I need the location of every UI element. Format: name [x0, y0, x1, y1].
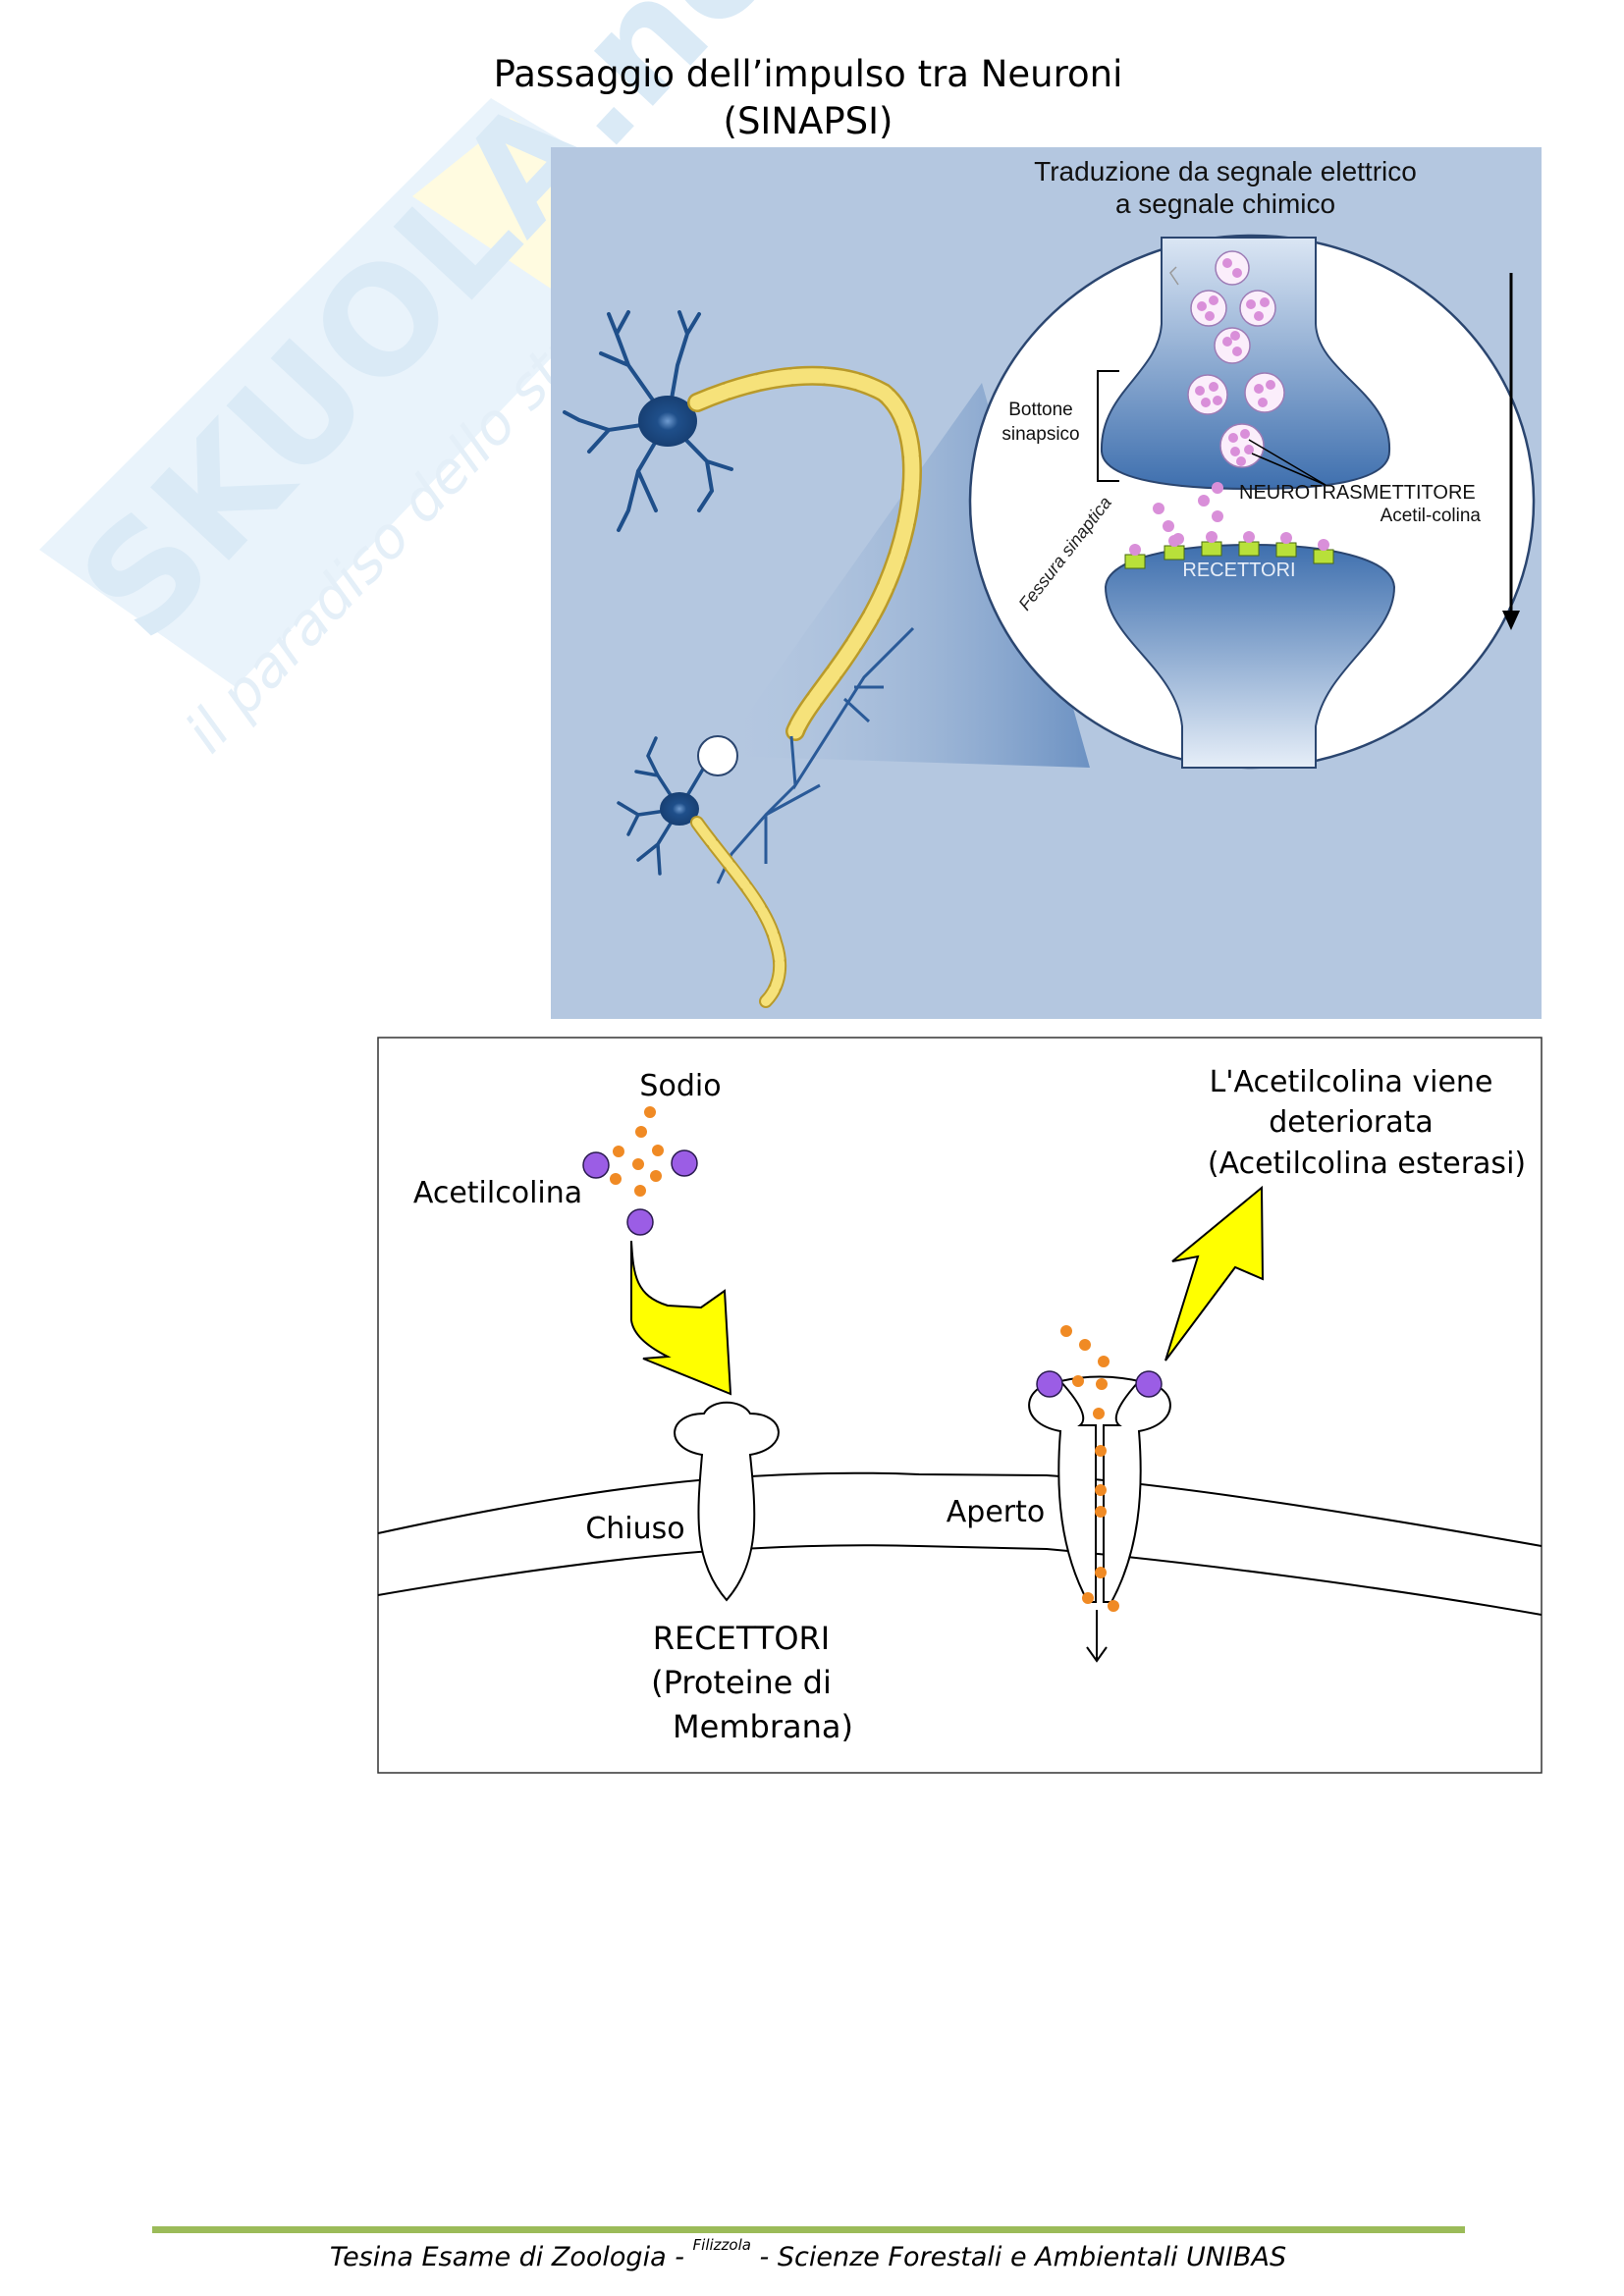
page-title: Passaggio dell’impulso tra Neuroni: [494, 53, 1123, 95]
receptor-closed: [674, 1401, 780, 1602]
footer-rule: [152, 2226, 1465, 2233]
acetylcholine-molecules: [582, 1149, 698, 1236]
label-aperto: Aperto: [947, 1495, 1045, 1529]
footer-text: Tesina Esame di Zoologia - Filizzola - S…: [330, 2236, 1286, 2272]
receptor-diagram: Sodio Acetilcolina Chiuso Aperto: [377, 1037, 1543, 1774]
bouton-bracket: [1097, 370, 1119, 482]
label-chiuso: Chiuso: [585, 1512, 684, 1546]
binding-arrow-icon: [630, 1240, 732, 1396]
neuron-soma-lower: [660, 792, 699, 826]
sodium-flow: [1060, 1325, 1119, 1612]
postsynaptic-membrane: [1104, 543, 1396, 769]
bound-acetylcholine: [1036, 1370, 1163, 1398]
neuron-soma: [638, 396, 697, 447]
neurotransmitter-leader: [1248, 439, 1326, 486]
sodium-ions: [610, 1106, 664, 1197]
label-bottone: Bottone: [1008, 400, 1073, 420]
neuron-upper: [563, 310, 733, 532]
receptor-open-right: [1103, 1379, 1171, 1603]
illustration-heading: Traduzione da segnale elettrico: [1034, 156, 1417, 187]
influx-arrow-icon: [1086, 1646, 1108, 1663]
label-membrana: Membrana): [673, 1708, 853, 1745]
label-degraded-2: deteriorata: [1269, 1105, 1434, 1140]
label-sinapsico: sinapsico: [1001, 424, 1079, 445]
label-sodio: Sodio: [639, 1069, 721, 1103]
label-acetilcolina: Acetilcolina: [413, 1176, 582, 1210]
vesicle-leader: [1169, 266, 1179, 286]
degradation-arrow-icon: [1164, 1185, 1265, 1362]
neuron-lower: [617, 736, 707, 876]
footer-author: Filizzola: [693, 2236, 751, 2254]
page-subtitle: (SINAPSI): [724, 100, 893, 142]
label-degraded-1: L'Acetilcolina viene: [1210, 1065, 1493, 1099]
footer-left: Tesina Esame di Zoologia -: [330, 2242, 693, 2272]
label-proteine: (Proteine di: [651, 1664, 832, 1701]
label-neurotrasmettitore: NEUROTRASMETTITORE: [1239, 482, 1476, 504]
illustration-heading-2: a segnale chimico: [1115, 188, 1335, 219]
label-acetil-colina: Acetil-colina: [1380, 506, 1482, 526]
label-recettori-bottom: RECETTORI: [653, 1620, 830, 1657]
vesicle-contents: [1195, 258, 1275, 466]
diagram-frame: [377, 1037, 1543, 1774]
synaptic-bouton: [1100, 237, 1391, 491]
membrane-inner: [377, 1544, 1543, 1616]
receptor-open-left: [1028, 1379, 1097, 1603]
direction-arrow-icon: [1502, 611, 1520, 630]
released-neurotransmitter: [1153, 482, 1223, 545]
receptor-open-top: [1059, 1375, 1140, 1382]
receptors: [1124, 531, 1334, 569]
label-degraded-3: (Acetilcolina esterasi): [1208, 1147, 1526, 1181]
myelin-sheath-upper: [689, 368, 920, 739]
synapse-magnifier-marker: [697, 735, 738, 776]
membrane-outer: [377, 1471, 1543, 1547]
footer-right: - Scienze Forestali e Ambientali UNIBAS: [751, 2242, 1286, 2272]
synapse-illustration: Traduzione da segnale elettrico a segnal…: [551, 147, 1542, 1019]
myelin-sheath-lower: [692, 818, 785, 1006]
label-recettori: RECETTORI: [1182, 560, 1295, 581]
